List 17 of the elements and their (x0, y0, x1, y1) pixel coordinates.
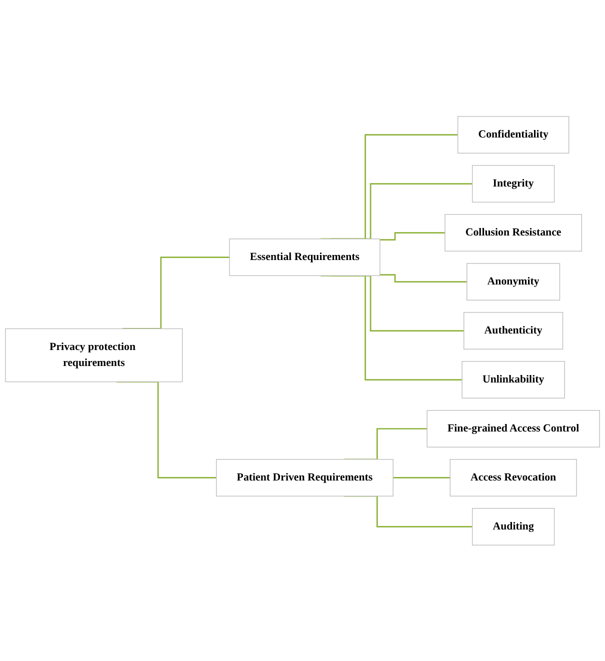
connector (393, 476, 450, 478)
node-box: Privacy protection requirements (5, 328, 183, 382)
node-box: Confidentiality (457, 116, 570, 154)
node-box: Essential Requirements (229, 238, 380, 276)
node-box: Auditing (472, 508, 555, 546)
node-box: Collusion Resistance (444, 214, 582, 252)
connector (380, 232, 445, 240)
node-box: Unlinkability (462, 360, 565, 398)
node-box: Integrity (472, 164, 555, 202)
node-box: Authenticity (464, 312, 564, 350)
node-box: Access Revocation (450, 458, 577, 496)
node-box: Patient Driven Requirements (216, 458, 394, 496)
node-box: Fine-grained Access Control (426, 410, 600, 448)
connector (320, 274, 462, 380)
node-box: Anonymity (466, 262, 560, 300)
connector (380, 274, 467, 282)
connector (344, 495, 472, 528)
